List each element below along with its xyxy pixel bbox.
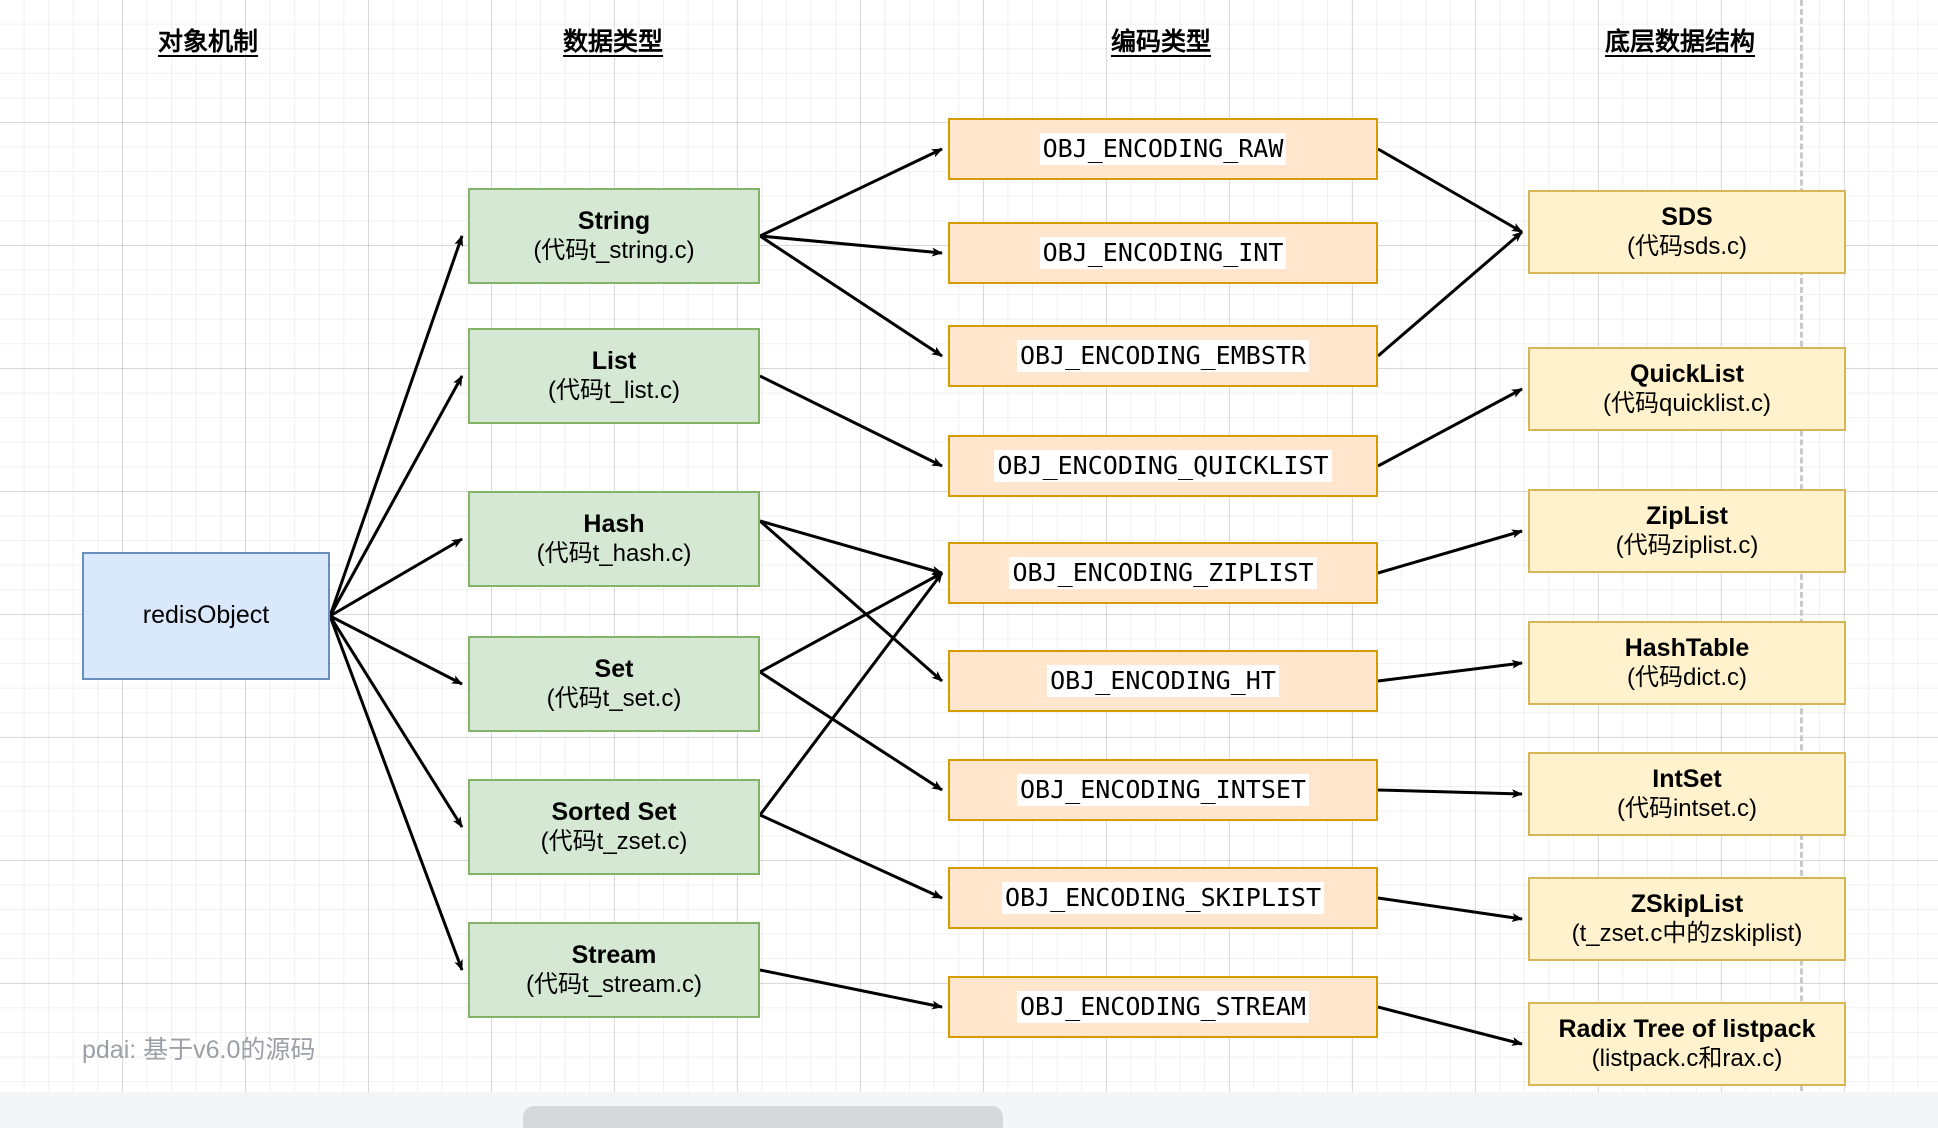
watermark-credit: pdai: 基于v6.0的源码 xyxy=(82,1036,316,1064)
edge-stream-to-radixtree xyxy=(1377,1005,1523,1046)
node-structure-zskiplist[interactable]: ZSkipList(t_zset.c中的zskiplist) xyxy=(1528,877,1846,961)
edge-redisObject-to-hash xyxy=(329,537,463,618)
bottom-scroll-handle[interactable] xyxy=(523,1106,1003,1128)
node-encoding-obj-encoding-ht[interactable]: OBJ_ENCODING_HT xyxy=(948,650,1378,712)
edge-redisObject-to-list xyxy=(328,375,464,617)
edge-intset-to-intset xyxy=(1377,788,1523,799)
node-encoding-obj-encoding-skiplist[interactable]: OBJ_ENCODING_SKIPLIST xyxy=(948,867,1378,929)
edge-redisObject-to-string xyxy=(328,235,464,617)
node-title: Hash xyxy=(583,510,645,539)
node-title: ZipList xyxy=(1646,502,1728,531)
node-encoding-obj-encoding-intset[interactable]: OBJ_ENCODING_INTSET xyxy=(948,759,1378,821)
edge-string-to-raw xyxy=(759,147,943,238)
edge-sortedset-to-skiplist xyxy=(759,813,943,900)
edge-redisObject-to-sortedset xyxy=(328,615,464,828)
node-datatype-stream[interactable]: Stream(代码t_stream.c) xyxy=(468,922,760,1018)
column-header-object-mechanism: 对象机制 xyxy=(157,28,259,56)
edge-hash-to-ht xyxy=(759,519,943,683)
node-subtitle: (代码quicklist.c) xyxy=(1602,389,1771,417)
node-structure-ziplist[interactable]: ZipList(代码ziplist.c) xyxy=(1528,489,1846,573)
node-subtitle: (代码t_stream.c) xyxy=(525,970,702,998)
node-structure-intset[interactable]: IntSet(代码intset.c) xyxy=(1528,752,1846,836)
node-title: QuickList xyxy=(1630,360,1744,389)
node-title: SDS xyxy=(1661,203,1713,232)
edge-list-to-quicklist xyxy=(759,374,943,468)
node-code-label: OBJ_ENCODING_ZIPLIST xyxy=(1009,557,1317,589)
node-encoding-obj-encoding-raw[interactable]: OBJ_ENCODING_RAW xyxy=(948,118,1378,180)
node-title: String xyxy=(577,207,651,236)
column-header-underlying-structure: 底层数据结构 xyxy=(1604,28,1756,56)
node-encoding-obj-encoding-quicklist[interactable]: OBJ_ENCODING_QUICKLIST xyxy=(948,435,1378,497)
node-code-label: OBJ_ENCODING_EMBSTR xyxy=(1017,340,1309,372)
edge-embstr-to-sds xyxy=(1377,230,1523,358)
node-code-label: OBJ_ENCODING_INT xyxy=(1039,237,1287,269)
node-subtitle: (t_zset.c中的zskiplist) xyxy=(1571,919,1803,947)
edge-string-to-embstr xyxy=(759,234,943,358)
node-title: List xyxy=(591,347,637,376)
node-redis-object[interactable]: redisObject xyxy=(82,552,330,680)
node-code-label: OBJ_ENCODING_QUICKLIST xyxy=(994,450,1332,482)
node-subtitle: (代码sds.c) xyxy=(1627,232,1747,260)
edge-redisObject-to-stream xyxy=(328,615,464,971)
node-code-label: OBJ_ENCODING_INTSET xyxy=(1017,774,1309,806)
edge-set-to-intset xyxy=(759,670,943,792)
node-title: Radix Tree of listpack xyxy=(1558,1015,1816,1044)
node-code-label: OBJ_ENCODING_HT xyxy=(1047,665,1279,697)
node-title: ZSkipList xyxy=(1630,890,1744,919)
node-subtitle: (代码dict.c) xyxy=(1627,663,1747,691)
node-subtitle: (代码t_list.c) xyxy=(548,376,680,404)
node-code-label: OBJ_ENCODING_RAW xyxy=(1039,133,1287,165)
column-header-data-type: 数据类型 xyxy=(562,28,664,56)
edge-ziplist-to-ziplist xyxy=(1377,529,1523,575)
edge-raw-to-sds xyxy=(1377,147,1523,234)
node-datatype-hash[interactable]: Hash(代码t_hash.c) xyxy=(468,491,760,587)
node-structure-hashtable[interactable]: HashTable(代码dict.c) xyxy=(1528,621,1846,705)
node-code-label: OBJ_ENCODING_SKIPLIST xyxy=(1001,882,1325,914)
edge-ht-to-hashtable xyxy=(1377,659,1523,683)
node-datatype-string[interactable]: String(代码t_string.c) xyxy=(468,188,760,284)
edge-string-to-int xyxy=(759,234,943,257)
node-structure-radix-tree-of-listpack[interactable]: Radix Tree of listpack(listpack.c和rax.c) xyxy=(1528,1002,1846,1086)
edge-skiplist-to-zskiplist xyxy=(1377,896,1523,923)
node-datatype-list[interactable]: List(代码t_list.c) xyxy=(468,328,760,424)
node-code-label: OBJ_ENCODING_STREAM xyxy=(1017,991,1309,1023)
node-title: Stream xyxy=(571,941,657,970)
edge-redisObject-to-set xyxy=(329,614,463,686)
node-subtitle: (代码ziplist.c) xyxy=(1615,531,1759,559)
edge-hash-to-ziplist xyxy=(759,519,943,575)
node-subtitle: (代码t_set.c) xyxy=(546,684,682,712)
edge-sortedset-to-ziplist xyxy=(758,572,944,816)
node-encoding-obj-encoding-embstr[interactable]: OBJ_ENCODING_EMBSTR xyxy=(948,325,1378,387)
edge-set-to-ziplist xyxy=(759,571,943,674)
node-redis-object-label: redisObject xyxy=(142,601,270,630)
node-encoding-obj-encoding-stream[interactable]: OBJ_ENCODING_STREAM xyxy=(948,976,1378,1038)
node-subtitle: (代码t_hash.c) xyxy=(536,539,692,567)
edge-quicklist-to-quicklist xyxy=(1377,387,1523,468)
column-header-encoding-type: 编码类型 xyxy=(1110,28,1212,56)
node-structure-quicklist[interactable]: QuickList(代码quicklist.c) xyxy=(1528,347,1846,431)
node-datatype-sorted-set[interactable]: Sorted Set(代码t_zset.c) xyxy=(468,779,760,875)
node-subtitle: (listpack.c和rax.c) xyxy=(1591,1044,1783,1072)
node-structure-sds[interactable]: SDS(代码sds.c) xyxy=(1528,190,1846,274)
edge-stream-to-stream xyxy=(759,968,943,1010)
node-encoding-obj-encoding-int[interactable]: OBJ_ENCODING_INT xyxy=(948,222,1378,284)
node-datatype-set[interactable]: Set(代码t_set.c) xyxy=(468,636,760,732)
node-encoding-obj-encoding-ziplist[interactable]: OBJ_ENCODING_ZIPLIST xyxy=(948,542,1378,604)
node-subtitle: (代码t_string.c) xyxy=(533,236,695,264)
node-title: Sorted Set xyxy=(551,798,677,827)
node-subtitle: (代码t_zset.c) xyxy=(540,827,688,855)
node-title: HashTable xyxy=(1624,634,1750,663)
node-title: IntSet xyxy=(1652,765,1722,794)
node-subtitle: (代码intset.c) xyxy=(1616,794,1757,822)
node-title: Set xyxy=(594,655,634,684)
